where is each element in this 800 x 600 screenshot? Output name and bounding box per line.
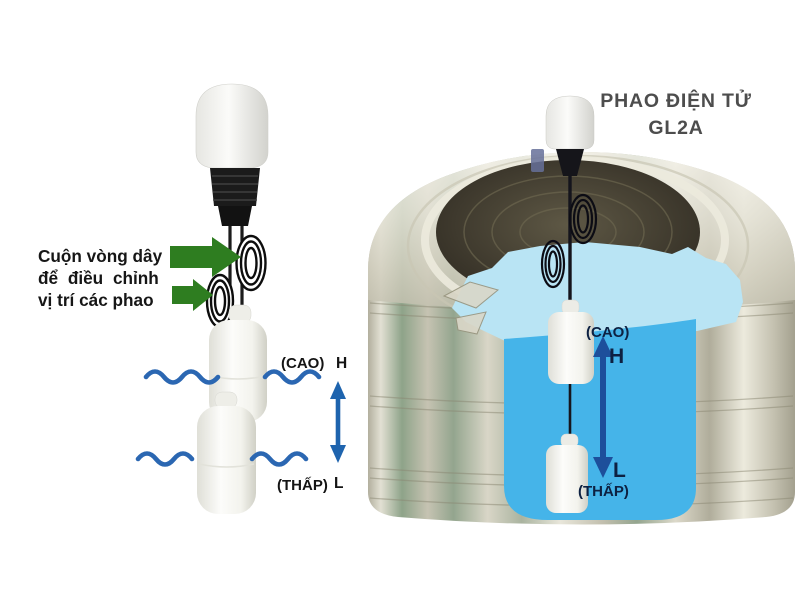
torn-metal-shards bbox=[442, 281, 500, 335]
tank-upper-float bbox=[548, 299, 594, 384]
tank-switch-cap bbox=[545, 95, 595, 150]
float-switch-diagram: (CAO) H (THẤP) L Cuộn vòng dây để điều c… bbox=[38, 83, 347, 514]
green-arrow-large bbox=[170, 237, 241, 277]
adjustment-note: Cuộn vòng dây để điều chỉnh vị trí các p… bbox=[38, 246, 163, 310]
level-arrowhead-down bbox=[330, 445, 346, 463]
adjustment-note-line2: để điều chỉnh bbox=[38, 268, 159, 288]
tank-low-label: (THẤP) bbox=[578, 483, 629, 500]
adjustment-note-line1: Cuộn vòng dây bbox=[38, 246, 163, 266]
water-wave-high bbox=[143, 369, 322, 385]
low-level-letter: L bbox=[334, 475, 343, 492]
level-arrowhead-up bbox=[330, 381, 346, 399]
product-title: PHAO ĐIỆN TỬ GL2A bbox=[600, 88, 751, 139]
water-wave-low bbox=[135, 451, 309, 467]
lid-reflection bbox=[531, 149, 544, 172]
tank-level-arrowhead-up bbox=[593, 336, 613, 357]
tank-lower-float bbox=[546, 433, 588, 513]
adjustment-note-line3: vị trí các phao bbox=[38, 290, 154, 310]
tank-wire-coil-upper bbox=[568, 193, 598, 245]
switch-cap bbox=[195, 83, 269, 169]
high-level-letter: H bbox=[336, 355, 347, 372]
low-level-label: (THẤP) bbox=[277, 477, 328, 494]
tank-high-letter: H bbox=[609, 345, 624, 368]
high-level-label: (CAO) bbox=[281, 355, 324, 372]
lower-float bbox=[197, 391, 256, 514]
tank-level-arrowhead-down bbox=[593, 457, 613, 478]
water-surface-light bbox=[452, 242, 743, 341]
tank-switch-fitting bbox=[556, 149, 584, 176]
product-title-line1: PHAO ĐIỆN TỬ bbox=[600, 88, 751, 112]
tank-wire-coil-lower bbox=[540, 239, 566, 289]
tank-low-letter: L bbox=[613, 459, 626, 482]
wire-coil-lower bbox=[205, 273, 235, 329]
wire-coil-upper bbox=[235, 234, 267, 292]
threaded-collar bbox=[210, 168, 260, 226]
tank-illustration: (CAO) H L (THẤP) bbox=[368, 95, 795, 525]
green-arrow-small bbox=[172, 279, 213, 311]
product-title-line2: GL2A bbox=[648, 117, 703, 139]
tank-high-label: (CAO) bbox=[586, 324, 629, 341]
